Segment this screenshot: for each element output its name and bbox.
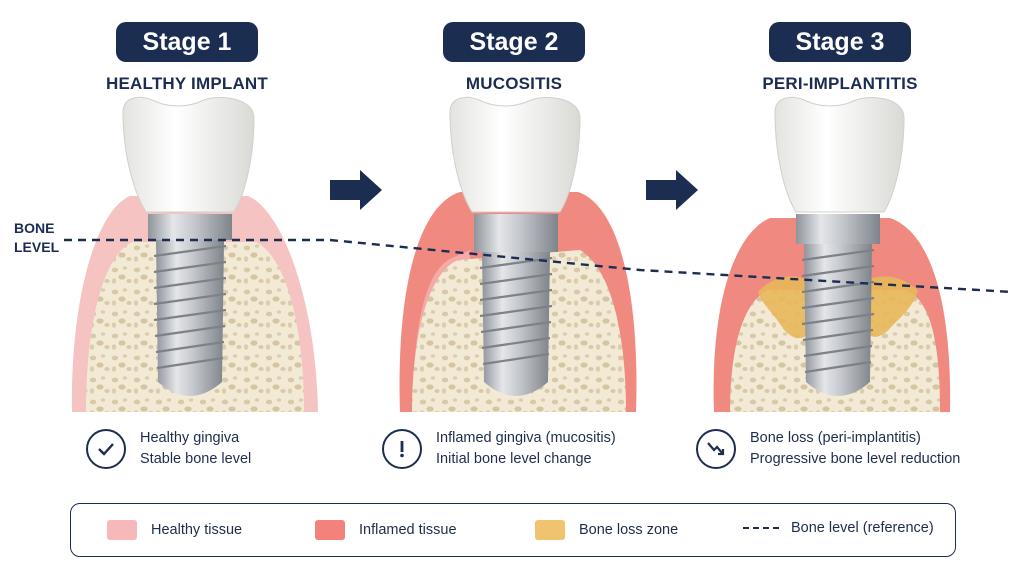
- crown: [449, 96, 581, 213]
- stage-1-status: Healthy gingiva Stable bone level: [86, 428, 251, 470]
- stage-3-illustration: [713, 96, 951, 412]
- status-line: Inflamed gingiva (mucositis): [436, 430, 616, 446]
- status-line: Healthy gingiva: [140, 430, 240, 446]
- legend-inflamed-tissue: Inflamed tissue: [315, 520, 457, 540]
- abutment: [796, 214, 880, 244]
- legend-swatch: [107, 520, 137, 540]
- stage-2-status: Inflamed gingiva (mucositis) Initial bon…: [382, 428, 616, 470]
- bone-loss-zone: [758, 276, 806, 339]
- trend-down-icon: [696, 429, 736, 469]
- arrow-right-icon: [330, 170, 382, 210]
- stage-1-badge: Stage 1: [116, 22, 258, 62]
- bone-level-label: BONE LEVEL: [14, 220, 60, 255]
- implant-stages-illustration: [64, 96, 1013, 412]
- status-line: Progressive bone level reduction: [750, 451, 961, 467]
- bone-loss-zone: [868, 276, 918, 337]
- stage-1-illustration: [71, 96, 318, 412]
- status-line: Bone loss (peri-implantitis): [750, 430, 921, 446]
- crown: [122, 96, 255, 213]
- stage-2-title: MUCOSITIS: [465, 74, 563, 93]
- stage-2-illustration: [399, 96, 637, 412]
- status-line: Initial bone level change: [436, 451, 592, 467]
- stage-3-status: Bone loss (peri-implantitis) Progressive…: [696, 428, 960, 470]
- crown: [774, 96, 905, 213]
- implant-body: [482, 252, 550, 396]
- arrow-right-icon: [646, 170, 698, 210]
- status-line: Stable bone level: [140, 451, 252, 467]
- legend-dash: [743, 527, 779, 529]
- stage-1-title: HEALTHY IMPLANT: [106, 74, 268, 93]
- exclamation-icon: [382, 429, 422, 469]
- abutment: [474, 214, 558, 252]
- legend-swatch: [535, 520, 565, 540]
- legend-swatch: [315, 520, 345, 540]
- legend-bone-level: Bone level (reference): [743, 520, 934, 536]
- stage-2-badge: Stage 2: [443, 22, 585, 62]
- stage-3-title: PERI-IMPLANTITIS: [762, 74, 918, 93]
- legend: Healthy tissue Inflamed tissue Bone loss…: [70, 503, 956, 557]
- abutment: [148, 214, 232, 240]
- legend-healthy-tissue: Healthy tissue: [107, 520, 242, 540]
- checkmark-icon: [86, 429, 126, 469]
- stage-3-badge: Stage 3: [769, 22, 911, 62]
- implant-body: [156, 240, 224, 396]
- bone-level-line: [64, 238, 1013, 294]
- legend-bone-loss-zone: Bone loss zone: [535, 520, 678, 540]
